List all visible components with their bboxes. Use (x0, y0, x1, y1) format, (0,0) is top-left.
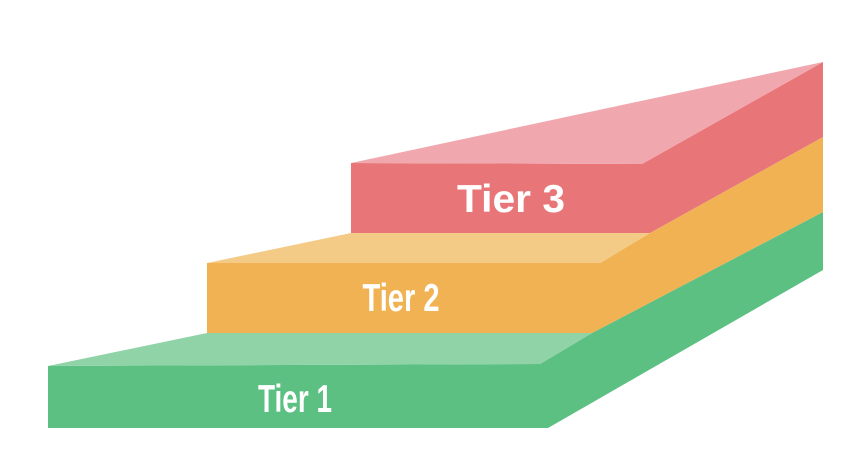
tier-3-front-and-slope-face (351, 62, 823, 233)
tier-1-label: Tier 1 (258, 378, 332, 421)
tier-1-top-face (48, 333, 592, 366)
tier-3-top-face (351, 62, 823, 164)
tier-2-label: Tier 2 (363, 277, 440, 320)
tier-1-front-and-slope-face (48, 212, 823, 428)
tier-3-label: Tier 3 (457, 178, 565, 221)
tier-2-front-and-slope-face (207, 137, 823, 333)
tier-2-top-face (207, 233, 650, 263)
